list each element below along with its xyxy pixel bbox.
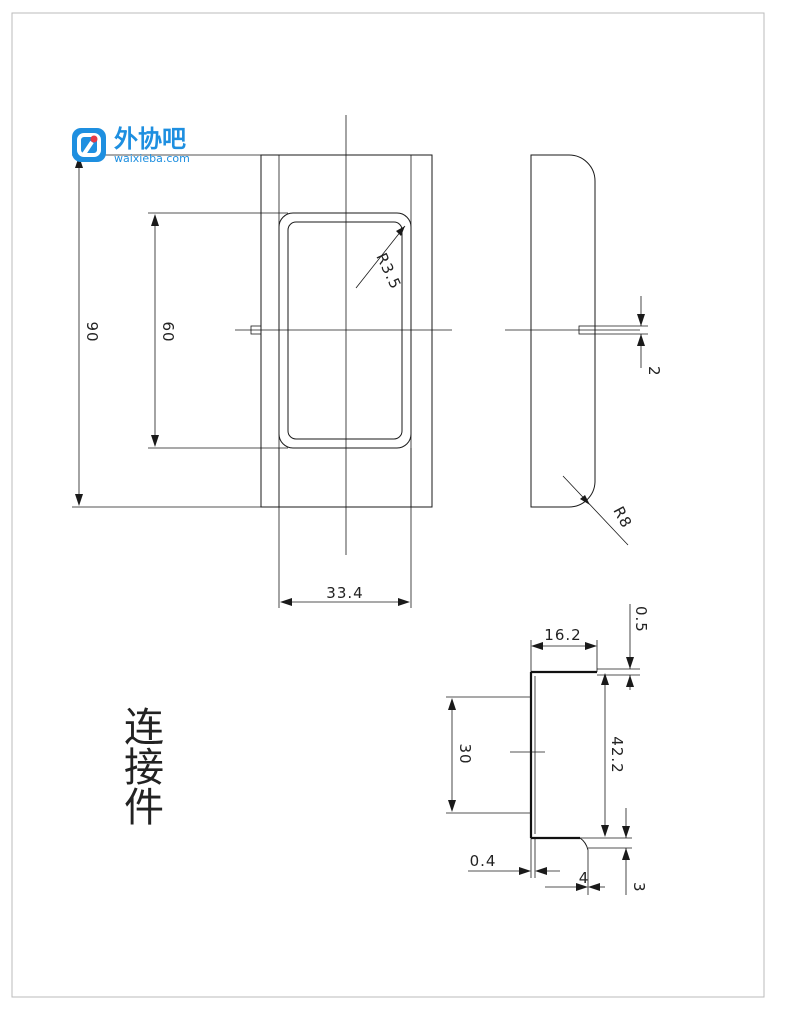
- r8-leader: [562, 475, 629, 546]
- dim-label-4: 4: [579, 869, 590, 887]
- dim-label-0-5: 0.5: [632, 606, 650, 633]
- section-lip: [579, 837, 589, 851]
- r35-leader: [355, 225, 406, 289]
- sheet-border: [11, 12, 765, 998]
- drawing-title: 连接件: [117, 706, 163, 826]
- dim-label-r8: R8: [609, 503, 635, 531]
- dim-label-90: 90: [83, 321, 101, 342]
- front-outline: [260, 154, 433, 508]
- dim-label-r3-5: R3.5: [372, 250, 404, 292]
- logo-text: 外协吧 waixieba.com: [114, 127, 190, 164]
- side-slot: [578, 325, 596, 335]
- side-view: [505, 154, 648, 546]
- logo-name: 外协吧: [114, 124, 186, 153]
- dim-label-0-4: 0.4: [470, 852, 497, 870]
- dim-label-30: 30: [456, 743, 474, 764]
- dim-33-4: [278, 448, 412, 608]
- dim-60: [148, 212, 288, 449]
- logo-mark-icon: [72, 128, 106, 162]
- dim-label-60: 60: [159, 321, 177, 342]
- logo-url: waixieba.com: [114, 151, 190, 165]
- front-slot: [250, 325, 262, 335]
- front-view: [235, 115, 452, 555]
- dim-label-33-4: 33.4: [326, 584, 363, 602]
- section-view: [446, 604, 640, 895]
- dim-label-42-2: 42.2: [608, 736, 626, 773]
- window-outer: [278, 212, 412, 449]
- r35-arrow: [396, 226, 405, 236]
- dim-label-3: 3: [630, 882, 648, 893]
- dim-label-16-2: 16.2: [544, 626, 581, 644]
- window-inner: [287, 221, 403, 440]
- brand-logo: 外协吧 waixieba.com: [70, 126, 190, 164]
- side-outline: [530, 154, 596, 508]
- dim-label-2: 2: [645, 366, 663, 377]
